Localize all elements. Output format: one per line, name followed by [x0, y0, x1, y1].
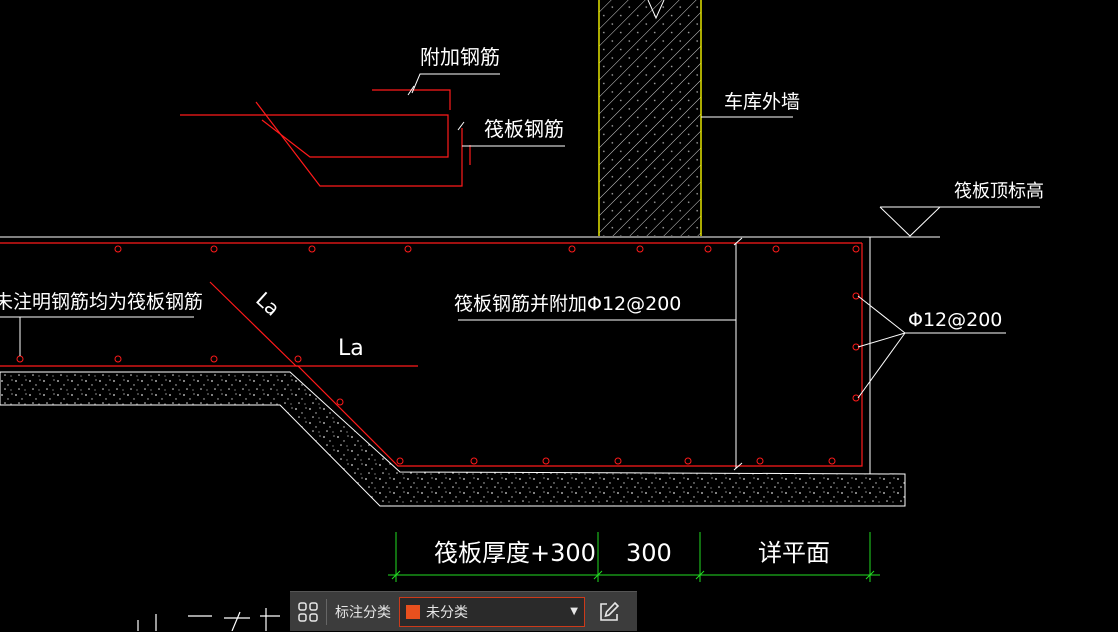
category-dropdown[interactable]: 未分类 ▼ [399, 596, 585, 627]
phi-spacing-label: Φ12@200 [908, 309, 1002, 331]
garage-wall [598, 0, 702, 236]
dimension-lines [388, 532, 880, 582]
annotation-category-label: 标注分类 [335, 604, 391, 621]
cushion-layer [0, 371, 906, 507]
edit-icon[interactable] [591, 592, 627, 632]
raft-plus-additional-label: 筏板钢筋并附加Φ12@200 [454, 293, 681, 315]
leader-lines [0, 73, 1006, 468]
dim-300-label: 300 [626, 539, 672, 567]
raft-top-line [0, 236, 940, 474]
raft-rebar [0, 242, 863, 467]
raft-top-elevation-label: 筏板顶标高 [954, 181, 1044, 202]
raft-rebar-label: 筏板钢筋 [484, 117, 564, 141]
dim-detail-label: 详平面 [758, 539, 830, 567]
annotation-toolbar: 标注分类 未分类 ▼ [290, 591, 637, 631]
additional-rebar-label: 附加钢筋 [420, 45, 500, 69]
la-diagonal-label: La [251, 287, 284, 320]
rebar-dots [16, 245, 860, 465]
unlabeled-rebar-note: 未注明钢筋均为筏板钢筋 [0, 291, 203, 313]
additional-rebar-detail [180, 89, 471, 187]
grid-icon[interactable] [290, 592, 326, 632]
rebar-ticks [407, 85, 743, 471]
category-color-swatch [406, 604, 420, 619]
chevron-down-icon: ▼ [570, 606, 578, 617]
partial-text-fragment [137, 608, 280, 631]
category-value: 未分类 [426, 604, 468, 621]
elevation-symbol [879, 206, 1040, 237]
la-label: La [338, 336, 364, 361]
toolbar-separator [326, 598, 327, 625]
garage-wall-label: 车库外墙 [724, 91, 800, 113]
dim-thickness-label: 筏板厚度+300 [434, 539, 596, 567]
